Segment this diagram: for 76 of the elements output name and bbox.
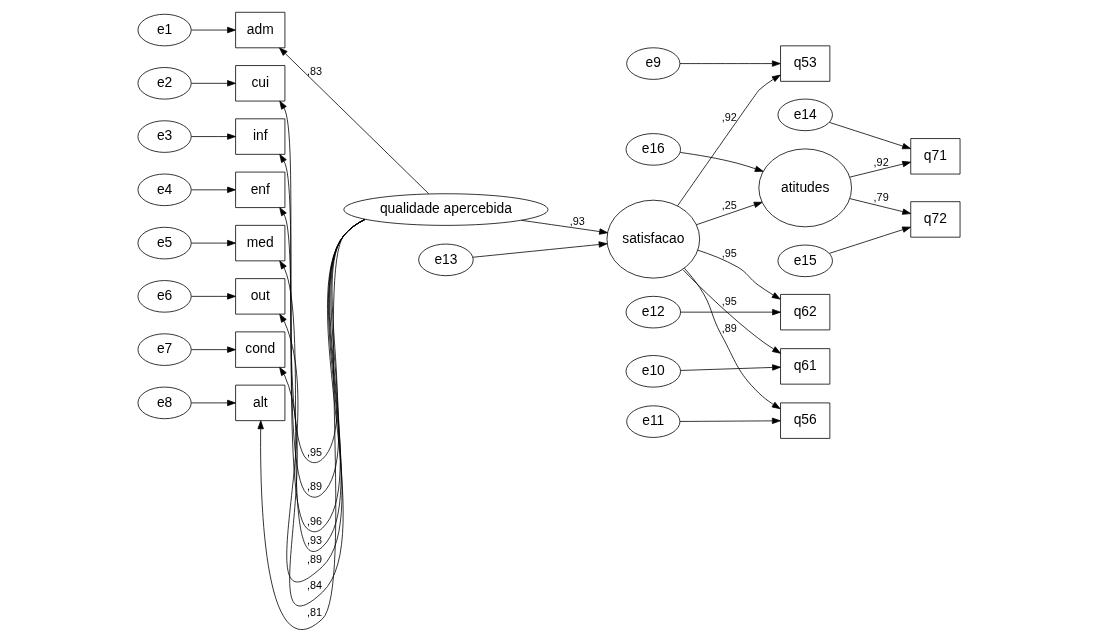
arrow (472, 241, 607, 258)
edge-label: ,92 (873, 155, 889, 168)
arrow (695, 201, 762, 226)
node-ellipse: e13 (417, 243, 474, 277)
edge-label: ,95 (306, 445, 322, 458)
arrow (190, 80, 236, 87)
edge-label: ,96 (306, 515, 322, 527)
arrow (679, 60, 781, 67)
node-ellipse: e16 (625, 133, 681, 166)
arrow (190, 133, 236, 140)
edge-label: ,92 (721, 110, 737, 123)
arrow (849, 198, 911, 215)
arrow (828, 226, 911, 254)
edge-label: ,83 (306, 65, 322, 78)
node-ellipse: e10 (625, 355, 681, 388)
node-box: alt (234, 384, 285, 422)
node-ellipse: e8 (137, 386, 192, 420)
node-box: inf (234, 118, 285, 155)
arrow (679, 417, 781, 424)
node-ellipse: e14 (777, 98, 833, 132)
node-box: adm (234, 11, 285, 49)
node-ellipse: e9 (625, 47, 680, 80)
node-ellipse: satisfacao (606, 199, 700, 279)
arrow (190, 26, 236, 34)
arrow (696, 249, 781, 300)
node-box: q72 (909, 201, 960, 238)
node-box: q71 (909, 138, 960, 175)
arrow (679, 364, 781, 371)
node-ellipse: e2 (137, 67, 192, 100)
edge-label: ,95 (721, 246, 737, 259)
edge-label: ,79 (873, 191, 889, 204)
node-ellipse: e4 (137, 173, 192, 207)
arrow (190, 346, 236, 353)
node-ellipse: e1 (137, 13, 192, 47)
edge-label: ,93 (306, 533, 322, 546)
edge-label: ,89 (721, 321, 737, 334)
arrow (278, 154, 365, 498)
arrow (682, 269, 781, 354)
node-box: q62 (779, 294, 830, 331)
edge-label: ,89 (306, 553, 322, 566)
node-ellipse: e3 (137, 120, 192, 153)
edge-label: ,89 (306, 480, 322, 493)
node-ellipse: e11 (625, 405, 680, 438)
arrow (190, 186, 236, 193)
arrow (278, 47, 429, 194)
node-ellipse: e7 (137, 333, 192, 366)
node-box: cui (234, 65, 285, 102)
arrow (520, 219, 608, 235)
arrow (849, 160, 911, 178)
node-ellipse: e6 (137, 280, 192, 313)
arrow (257, 218, 365, 630)
edge-label: ,84 (306, 579, 322, 592)
node-ellipse: e15 (777, 244, 833, 278)
node-box: enf (234, 171, 285, 208)
arrow (828, 122, 911, 150)
node-box: q61 (779, 348, 830, 385)
node-box: out (234, 278, 285, 315)
arrow (190, 239, 236, 247)
edge-label: ,95 (721, 295, 737, 308)
node-ellipse: qualidade apercebida (342, 193, 548, 226)
arrow (190, 399, 236, 407)
node-ellipse: atitudes (757, 148, 852, 228)
node-box: q53 (779, 45, 830, 82)
edge-label: ,25 (721, 199, 737, 212)
arrow (676, 74, 781, 207)
edge-label: ,93 (569, 215, 585, 228)
node-box: q56 (779, 402, 830, 439)
node-ellipse: e12 (625, 295, 681, 329)
arrow (679, 309, 781, 316)
node-ellipse: e5 (137, 226, 192, 260)
node-box: med (234, 224, 285, 262)
arrow (679, 152, 763, 172)
arrow (190, 293, 236, 300)
arrow (683, 267, 781, 410)
edge-label: ,81 (306, 605, 322, 618)
node-box: cond (234, 331, 285, 368)
